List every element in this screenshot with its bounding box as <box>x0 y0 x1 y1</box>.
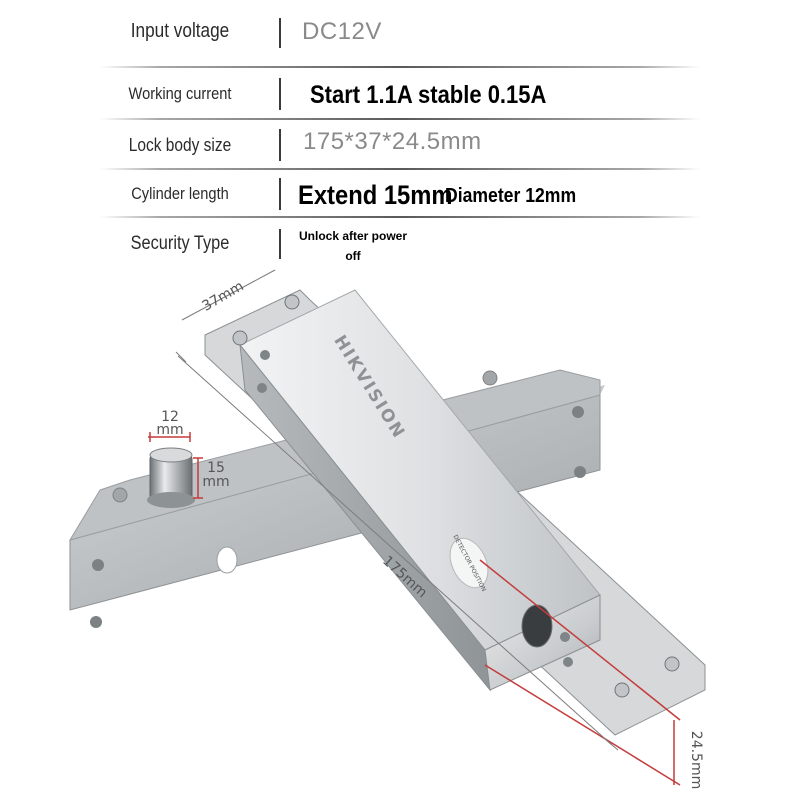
spec-table: Input voltage DC12V Working current Star… <box>0 0 800 270</box>
spec-row-cylinder-length: Cylinder length Extend 15mm Diameter 12m… <box>0 170 800 220</box>
spec-label: Lock body size <box>128 135 232 155</box>
screw-hole-icon <box>574 466 586 478</box>
screw-hole-icon <box>90 616 102 628</box>
screw-hole-icon <box>92 559 104 571</box>
spec-value: DC12V <box>302 18 382 45</box>
column-divider <box>279 178 281 210</box>
front-lock-body: HIKVISION DETECTOR POSITION <box>204 289 706 736</box>
screw-icon <box>284 294 300 310</box>
lock-product-image: 12 mm 15 mm HIKVISION DETECTOR POSITION <box>68 269 706 789</box>
spec-value: 175*37*24.5mm <box>303 128 482 155</box>
column-divider <box>279 229 281 259</box>
bolt-cylinder <box>147 447 195 508</box>
screw-icon <box>257 383 267 393</box>
column-divider <box>279 78 281 110</box>
dimension-width-label: 37mm <box>199 278 246 314</box>
cylinder-diameter-value: 12 <box>161 409 179 425</box>
spec-value-main: Extend 15mm <box>298 180 453 210</box>
screw-icon <box>614 682 630 698</box>
spec-label: Input voltage <box>130 20 230 42</box>
spec-row-security-type: Security Type Unlock after power off <box>0 220 800 270</box>
column-divider <box>279 129 281 161</box>
screw-icon <box>260 350 270 360</box>
spec-label: Cylinder length <box>131 184 229 203</box>
spec-row-input-voltage: Input voltage DC12V <box>0 8 800 58</box>
spec-value-line: Unlock after power <box>298 229 408 243</box>
row-divider <box>100 216 700 218</box>
spec-row-lock-body-size: Lock body size 175*37*24.5mm <box>0 120 800 170</box>
row-divider <box>100 168 700 170</box>
dimension-lines <box>175 269 619 751</box>
spec-value-extra: Diameter 12mm <box>445 185 577 207</box>
spec-value: Unlock after power off <box>296 226 410 266</box>
row-divider <box>100 66 700 68</box>
screw-icon <box>563 657 573 667</box>
spec-label: Working current <box>128 84 232 103</box>
spec-value-line: off <box>345 249 361 263</box>
dimension-height-label: 24.5mm <box>688 731 704 789</box>
bolt-hole <box>521 604 553 648</box>
screw-hole-icon <box>572 406 584 418</box>
cylinder-diameter-unit: mm <box>156 422 183 438</box>
detector-sticker <box>449 537 489 589</box>
screw-icon <box>560 632 570 642</box>
screw-icon <box>664 656 680 672</box>
cylinder-extend-value: 15 <box>207 460 225 476</box>
row-divider <box>100 118 700 120</box>
spec-value: Start 1.1A stable 0.15A <box>310 81 547 109</box>
spec-label: Security Type <box>130 233 230 254</box>
screw-icon <box>232 330 248 346</box>
height-dimension-markers <box>479 559 681 786</box>
cylinder-dimension-markers: 12 mm 15 mm <box>148 409 230 499</box>
spec-row-working-current: Working current Start 1.1A stable 0.15A <box>0 70 800 120</box>
column-divider <box>279 18 281 48</box>
cylinder-extend-unit: mm <box>202 474 229 490</box>
mounting-hole <box>216 546 238 574</box>
